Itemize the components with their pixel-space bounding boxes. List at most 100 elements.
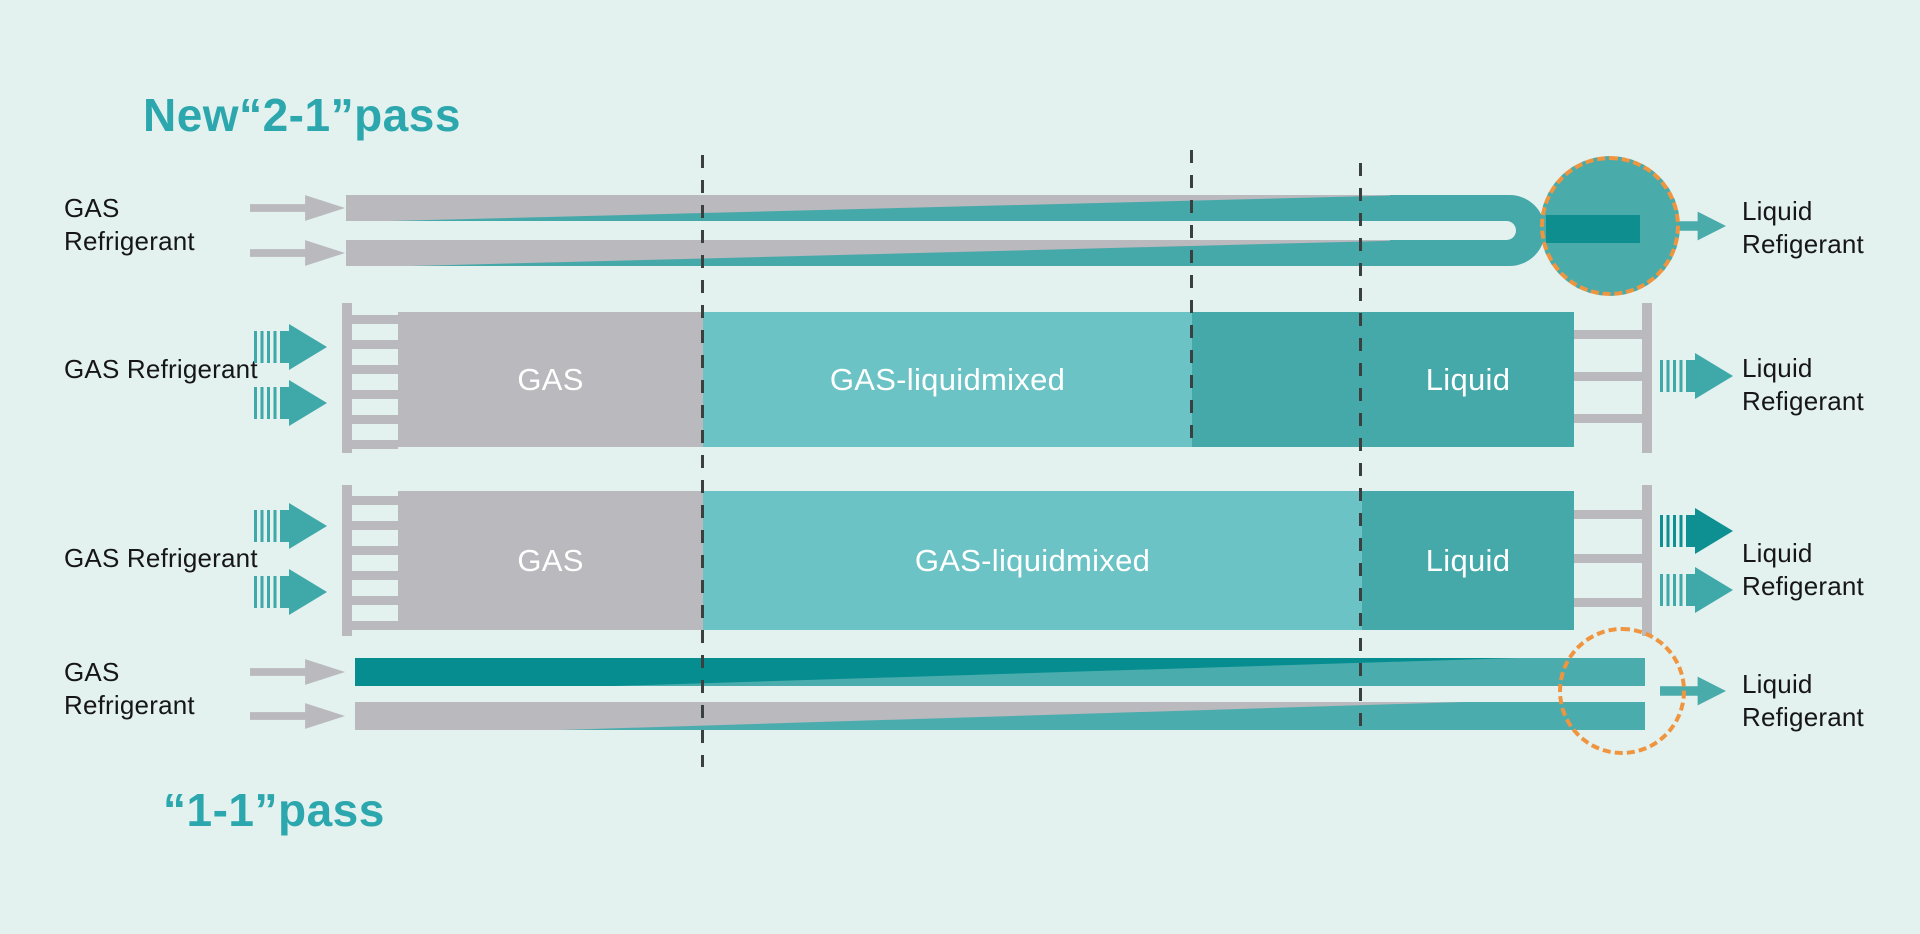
row2-inlet-rung (352, 340, 398, 349)
row2-inlet-rung (352, 365, 398, 374)
row3-outlet-rung (1574, 554, 1642, 563)
row1-tube-top (346, 195, 1445, 221)
phase-boundary-line-3 (1359, 163, 1362, 737)
row4-inlet-arrow-bottom-icon (250, 703, 345, 729)
row2-outlet-header-bar (1642, 303, 1652, 453)
row3-outlet-rung (1574, 598, 1642, 607)
phase-boundary-line-1 (701, 155, 704, 767)
row2-inlet-rung (352, 390, 398, 399)
row3-gas-refrigerant-label: GAS Refrigerant (64, 543, 258, 573)
arrow-neck (1686, 515, 1695, 547)
row2-segment-liquid-label: Liquid (1425, 361, 1511, 397)
row1-refrigerant-line: Refrigerant (64, 226, 195, 256)
row4-liquid-refigerant-label: Liquid Refigerant (1742, 668, 1864, 734)
row1-tube-top-liquid-wedge (389, 195, 1445, 221)
row2-outlet-arrow-icon (1660, 353, 1733, 399)
row3-liquid-line: Liquid (1742, 538, 1813, 568)
row3-inlet-arrow-bottom-icon (254, 569, 327, 615)
row3-inlet-arrow-top-icon (254, 503, 327, 549)
row1-liquid-line: Liquid (1742, 196, 1813, 226)
title-1-1-pass: “1-1”pass (163, 784, 385, 836)
arrow-neck (280, 331, 289, 363)
row3-outlet-arrow-top-icon (1660, 508, 1733, 554)
row3-inlet-rung (352, 496, 398, 505)
row4-gas-line: GAS (64, 657, 120, 687)
row3-refigerant-line: Refigerant (1742, 571, 1864, 601)
row2-inlet-rung (352, 440, 398, 449)
row1-gas-line: GAS (64, 193, 120, 223)
arrow-stripes (254, 387, 280, 419)
arrow-head (1695, 508, 1733, 554)
row2-outlet-rung (1574, 330, 1642, 339)
arrow-head (289, 324, 327, 370)
row1-refigerant-line: Refigerant (1742, 229, 1864, 259)
row1-tube-bottom-liquid-wedge (411, 240, 1445, 266)
row2-segment-liquid (1192, 312, 1574, 447)
row3-outlet-rung (1574, 510, 1642, 519)
row1-gas-refrigerant-label: GAS Refrigerant (64, 192, 195, 258)
row1-inlet-arrow-bottom-icon (250, 240, 345, 266)
arrow-head (1695, 353, 1733, 399)
arrow-stripes (254, 576, 280, 608)
row2-liquid-refigerant-label: Liquid Refigerant (1742, 352, 1864, 418)
row1-tube-bottom (346, 240, 1445, 266)
row4-tube-bottom-liquid-wedge (561, 702, 1645, 730)
row2-segment-mixed (703, 312, 1192, 447)
arrow-stripes (254, 510, 280, 542)
row3-segment-gas-label: GAS (517, 542, 584, 578)
arrow-head (289, 380, 327, 426)
row4-refigerant-line: Refigerant (1742, 702, 1864, 732)
row2-refigerant-line: Refigerant (1742, 386, 1864, 416)
row4-gas-refrigerant-label: GAS Refrigerant (64, 656, 195, 722)
arrow-head (1695, 567, 1733, 613)
row3-segment-gas (398, 491, 703, 630)
row4-tube-top-liquid-wedge (613, 658, 1645, 686)
row2-outlet-rung (1574, 372, 1642, 381)
row3-outlet-arrow-bottom-icon (1660, 567, 1733, 613)
row2-inlet-header-bar (342, 303, 352, 453)
row2-liquid-line: Liquid (1742, 353, 1813, 383)
row3-segment-mixed (703, 491, 1362, 630)
row3-inlet-rung (352, 621, 398, 630)
row2-inlet-arrow-top-icon (254, 324, 327, 370)
row3-outlet-header-bar (1642, 485, 1652, 636)
row2-gas-refrigerant-label: GAS Refrigerant (64, 354, 258, 384)
row2-outlet-rung (1574, 414, 1642, 423)
row2-segment-mixed-label: GAS-liquidmixed (829, 361, 1066, 397)
row3-inlet-rung (352, 521, 398, 530)
arrow-stripes (1660, 574, 1686, 606)
row2-inlet-rung (352, 315, 398, 324)
arrow-head (289, 503, 327, 549)
row4-tube-bottom (355, 702, 1645, 730)
row1-inlet-arrow-top-icon (250, 195, 345, 221)
arrow-neck (280, 387, 289, 419)
arrow-stripes (254, 331, 280, 363)
row3-segment-mixed-label: GAS-liquidmixed (914, 542, 1151, 578)
phase-boundary-line-2 (1190, 150, 1193, 446)
row4-inlet-arrow-top-icon (250, 659, 345, 685)
row3-inlet-rung (352, 546, 398, 555)
arrow-neck (1686, 360, 1695, 392)
row3-inlet-rung (352, 571, 398, 580)
arrow-stripes (1660, 360, 1686, 392)
row4-tube-top (355, 658, 1645, 686)
row1-liquid-refigerant-label: Liquid Refigerant (1742, 195, 1864, 261)
row2-segment-gas (398, 312, 703, 447)
row4-outlet-highlight-circle (1558, 627, 1686, 755)
arrow-neck (280, 576, 289, 608)
row4-refrigerant-line: Refrigerant (64, 690, 195, 720)
arrow-head (289, 569, 327, 615)
row4-liquid-line: Liquid (1742, 669, 1813, 699)
row3-inlet-header-bar (342, 485, 352, 636)
title-new-2-1-pass: New“2-1”pass (143, 89, 461, 141)
arrow-neck (280, 510, 289, 542)
row3-inlet-rung (352, 596, 398, 605)
row2-inlet-rung (352, 415, 398, 424)
row2-segment-gas-label: GAS (517, 361, 584, 397)
row3-segment-liquid-label: Liquid (1425, 542, 1511, 578)
arrow-neck (1686, 574, 1695, 606)
row3-segment-liquid (1362, 491, 1574, 630)
row1-outlet-header-port (1546, 215, 1640, 243)
row2-inlet-arrow-bottom-icon (254, 380, 327, 426)
